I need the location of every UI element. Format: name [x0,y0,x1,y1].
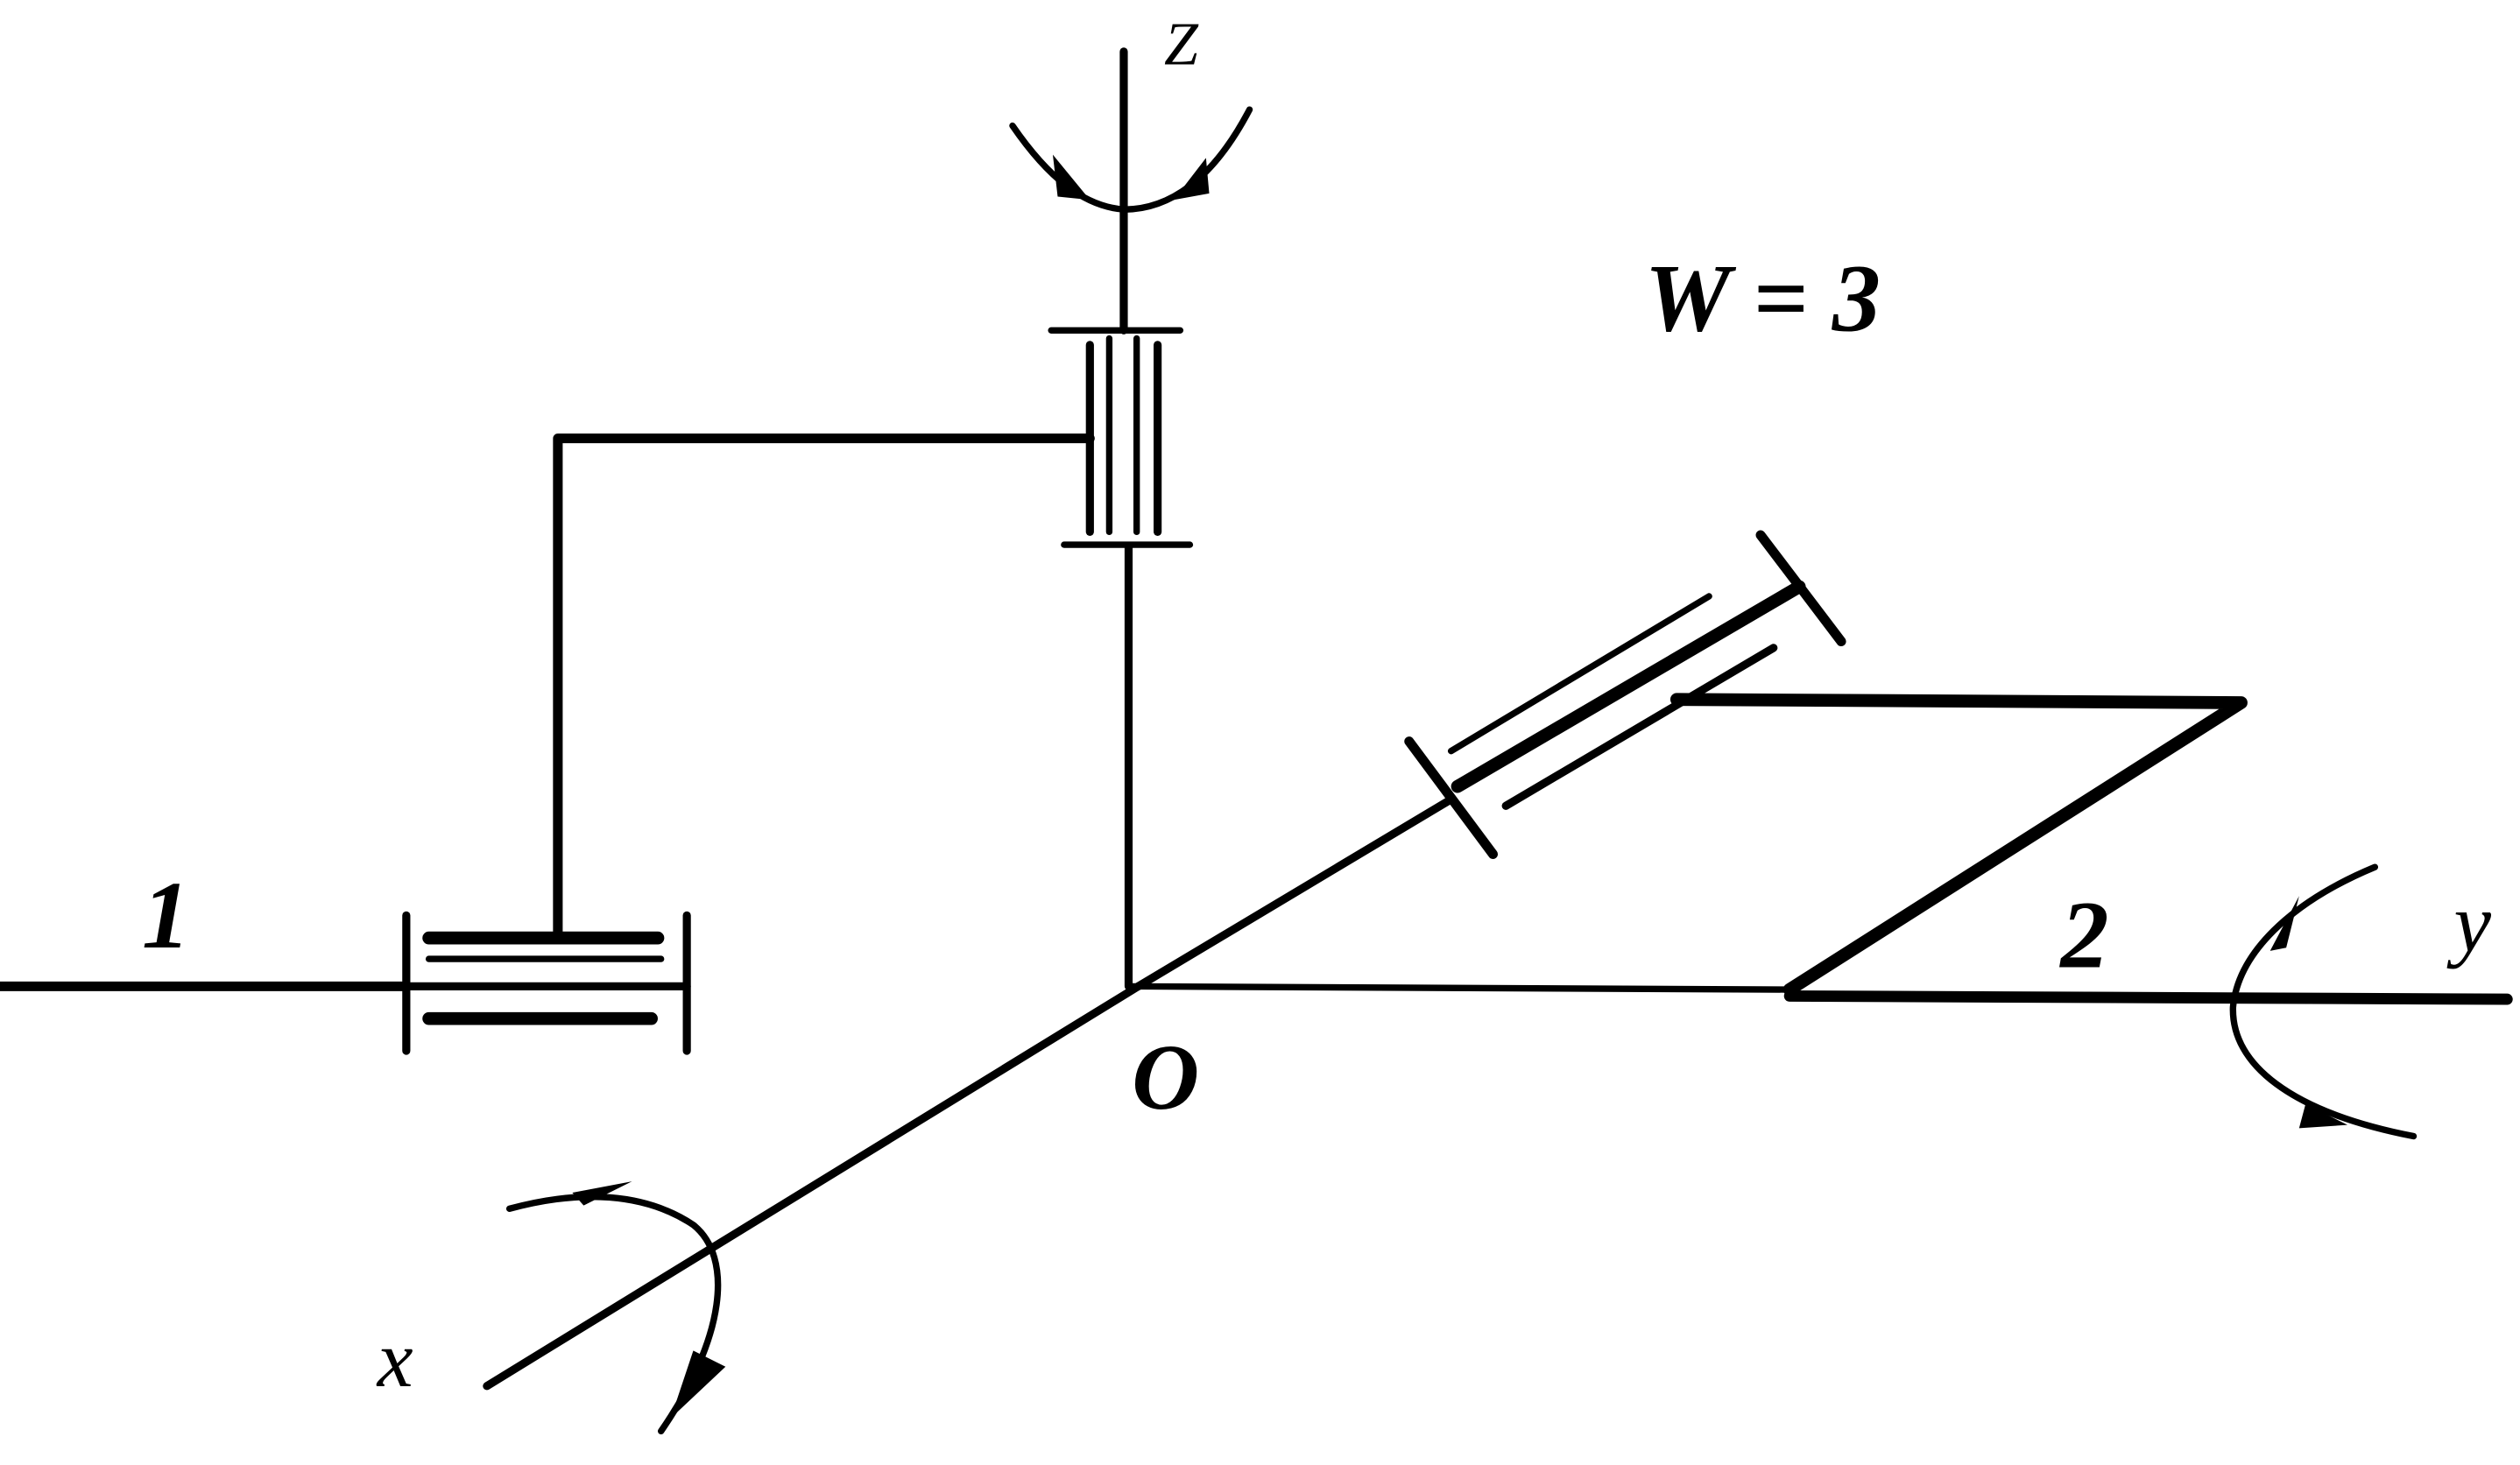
y-axis [1125,983,2513,1005]
prismatic-joint [1404,530,1846,859]
diagonal-guide-axis [1133,795,1456,990]
y-rotation-arrow [2229,863,2418,1140]
x-axis [483,982,1143,1391]
z-rotation-arrow [1009,106,1253,213]
z-axis [1119,47,1133,990]
x-axis-label: x [376,1314,413,1404]
link-1-label: 1 [142,862,190,968]
link-2-label: 2 [2058,881,2108,988]
origin-label: O [1132,1026,1199,1130]
frame-bracket [553,433,1095,943]
link-2-frame [1669,693,2248,997]
dof-formula: W = 3 [1645,244,1881,351]
link-1-joint-bushing [402,911,691,1055]
y-axis-label: y [2447,877,2492,969]
z-axis-label: Z [1164,11,1199,79]
x-rotation-arrow [505,1181,726,1435]
